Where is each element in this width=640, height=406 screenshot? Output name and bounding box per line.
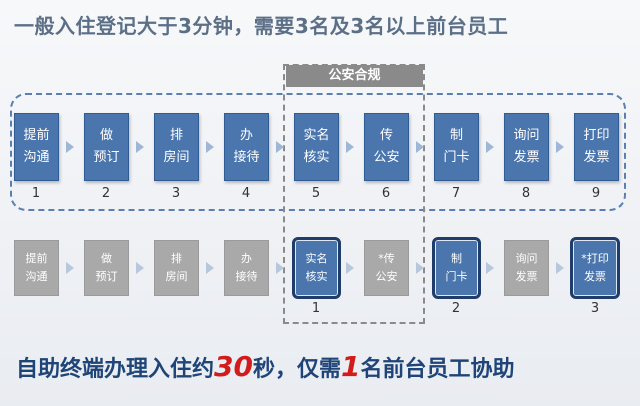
step-number: 8: [521, 186, 531, 201]
arrow-right-icon: [416, 141, 424, 153]
seconds-value: 30: [214, 350, 253, 383]
step-make-keycard: 制门卡: [434, 113, 479, 181]
step-advance-communication: 提前沟通: [14, 113, 59, 181]
arrow-right-icon: [136, 141, 144, 153]
kiosk-step-police-upload: *传公安: [364, 240, 409, 296]
step-ask-invoice: 询问发票: [504, 113, 549, 181]
step-room-assignment: 排房间: [154, 113, 199, 181]
step-number: 5: [311, 186, 321, 201]
step-number: 6: [381, 186, 391, 201]
arrow-right-icon: [486, 262, 494, 274]
kiosk-step-reception: 办接待: [224, 240, 269, 296]
kiosk-step-number: 2: [451, 301, 461, 316]
kiosk-step-id-verification: 实名核实: [292, 237, 341, 299]
arrow-right-icon: [276, 262, 284, 274]
step-number: 2: [101, 186, 111, 201]
kiosk-summary: 自助终端办理入住约30秒，仅需1名前台员工协助: [16, 350, 515, 383]
kiosk-step-make-keycard: 制门卡: [432, 237, 481, 299]
staff-count-value: 1: [341, 350, 361, 383]
page-title: 一般入住登记大于3分钟，需要3名及3名以上前台员工: [14, 14, 509, 38]
police-compliance-label: 公安合规: [286, 65, 423, 87]
kiosk-step-number: 3: [590, 301, 600, 316]
arrow-right-icon: [486, 141, 494, 153]
kiosk-step-advance-communication: 提前沟通: [14, 240, 59, 296]
step-reception: 办接待: [224, 113, 269, 181]
arrow-right-icon: [276, 141, 284, 153]
kiosk-step-room-assignment: 排房间: [154, 240, 199, 296]
kiosk-step-print-invoice: *打印发票: [570, 237, 620, 299]
step-number: 7: [451, 186, 461, 201]
arrow-right-icon: [556, 141, 564, 153]
kiosk-step-number: 1: [311, 301, 321, 316]
arrow-right-icon: [346, 262, 354, 274]
step-police-upload: 传公安: [364, 113, 409, 181]
arrow-right-icon: [66, 141, 74, 153]
arrow-right-icon: [206, 141, 214, 153]
kiosk-step-ask-invoice: 询问发票: [504, 240, 549, 296]
step-number: 1: [31, 186, 41, 201]
arrow-right-icon: [346, 141, 354, 153]
arrow-right-icon: [556, 262, 564, 274]
kiosk-step-reservation: 做预订: [84, 240, 129, 296]
step-id-verification: 实名核实: [294, 113, 339, 181]
step-print-invoice: 打印发票: [574, 113, 619, 181]
arrow-right-icon: [66, 262, 74, 274]
step-number: 9: [591, 186, 601, 201]
arrow-right-icon: [136, 262, 144, 274]
arrow-right-icon: [416, 262, 424, 274]
step-number: 3: [171, 186, 181, 201]
step-number: 4: [241, 186, 251, 201]
current-process-frame: [10, 93, 626, 211]
step-reservation: 做预订: [84, 113, 129, 181]
arrow-right-icon: [206, 262, 214, 274]
